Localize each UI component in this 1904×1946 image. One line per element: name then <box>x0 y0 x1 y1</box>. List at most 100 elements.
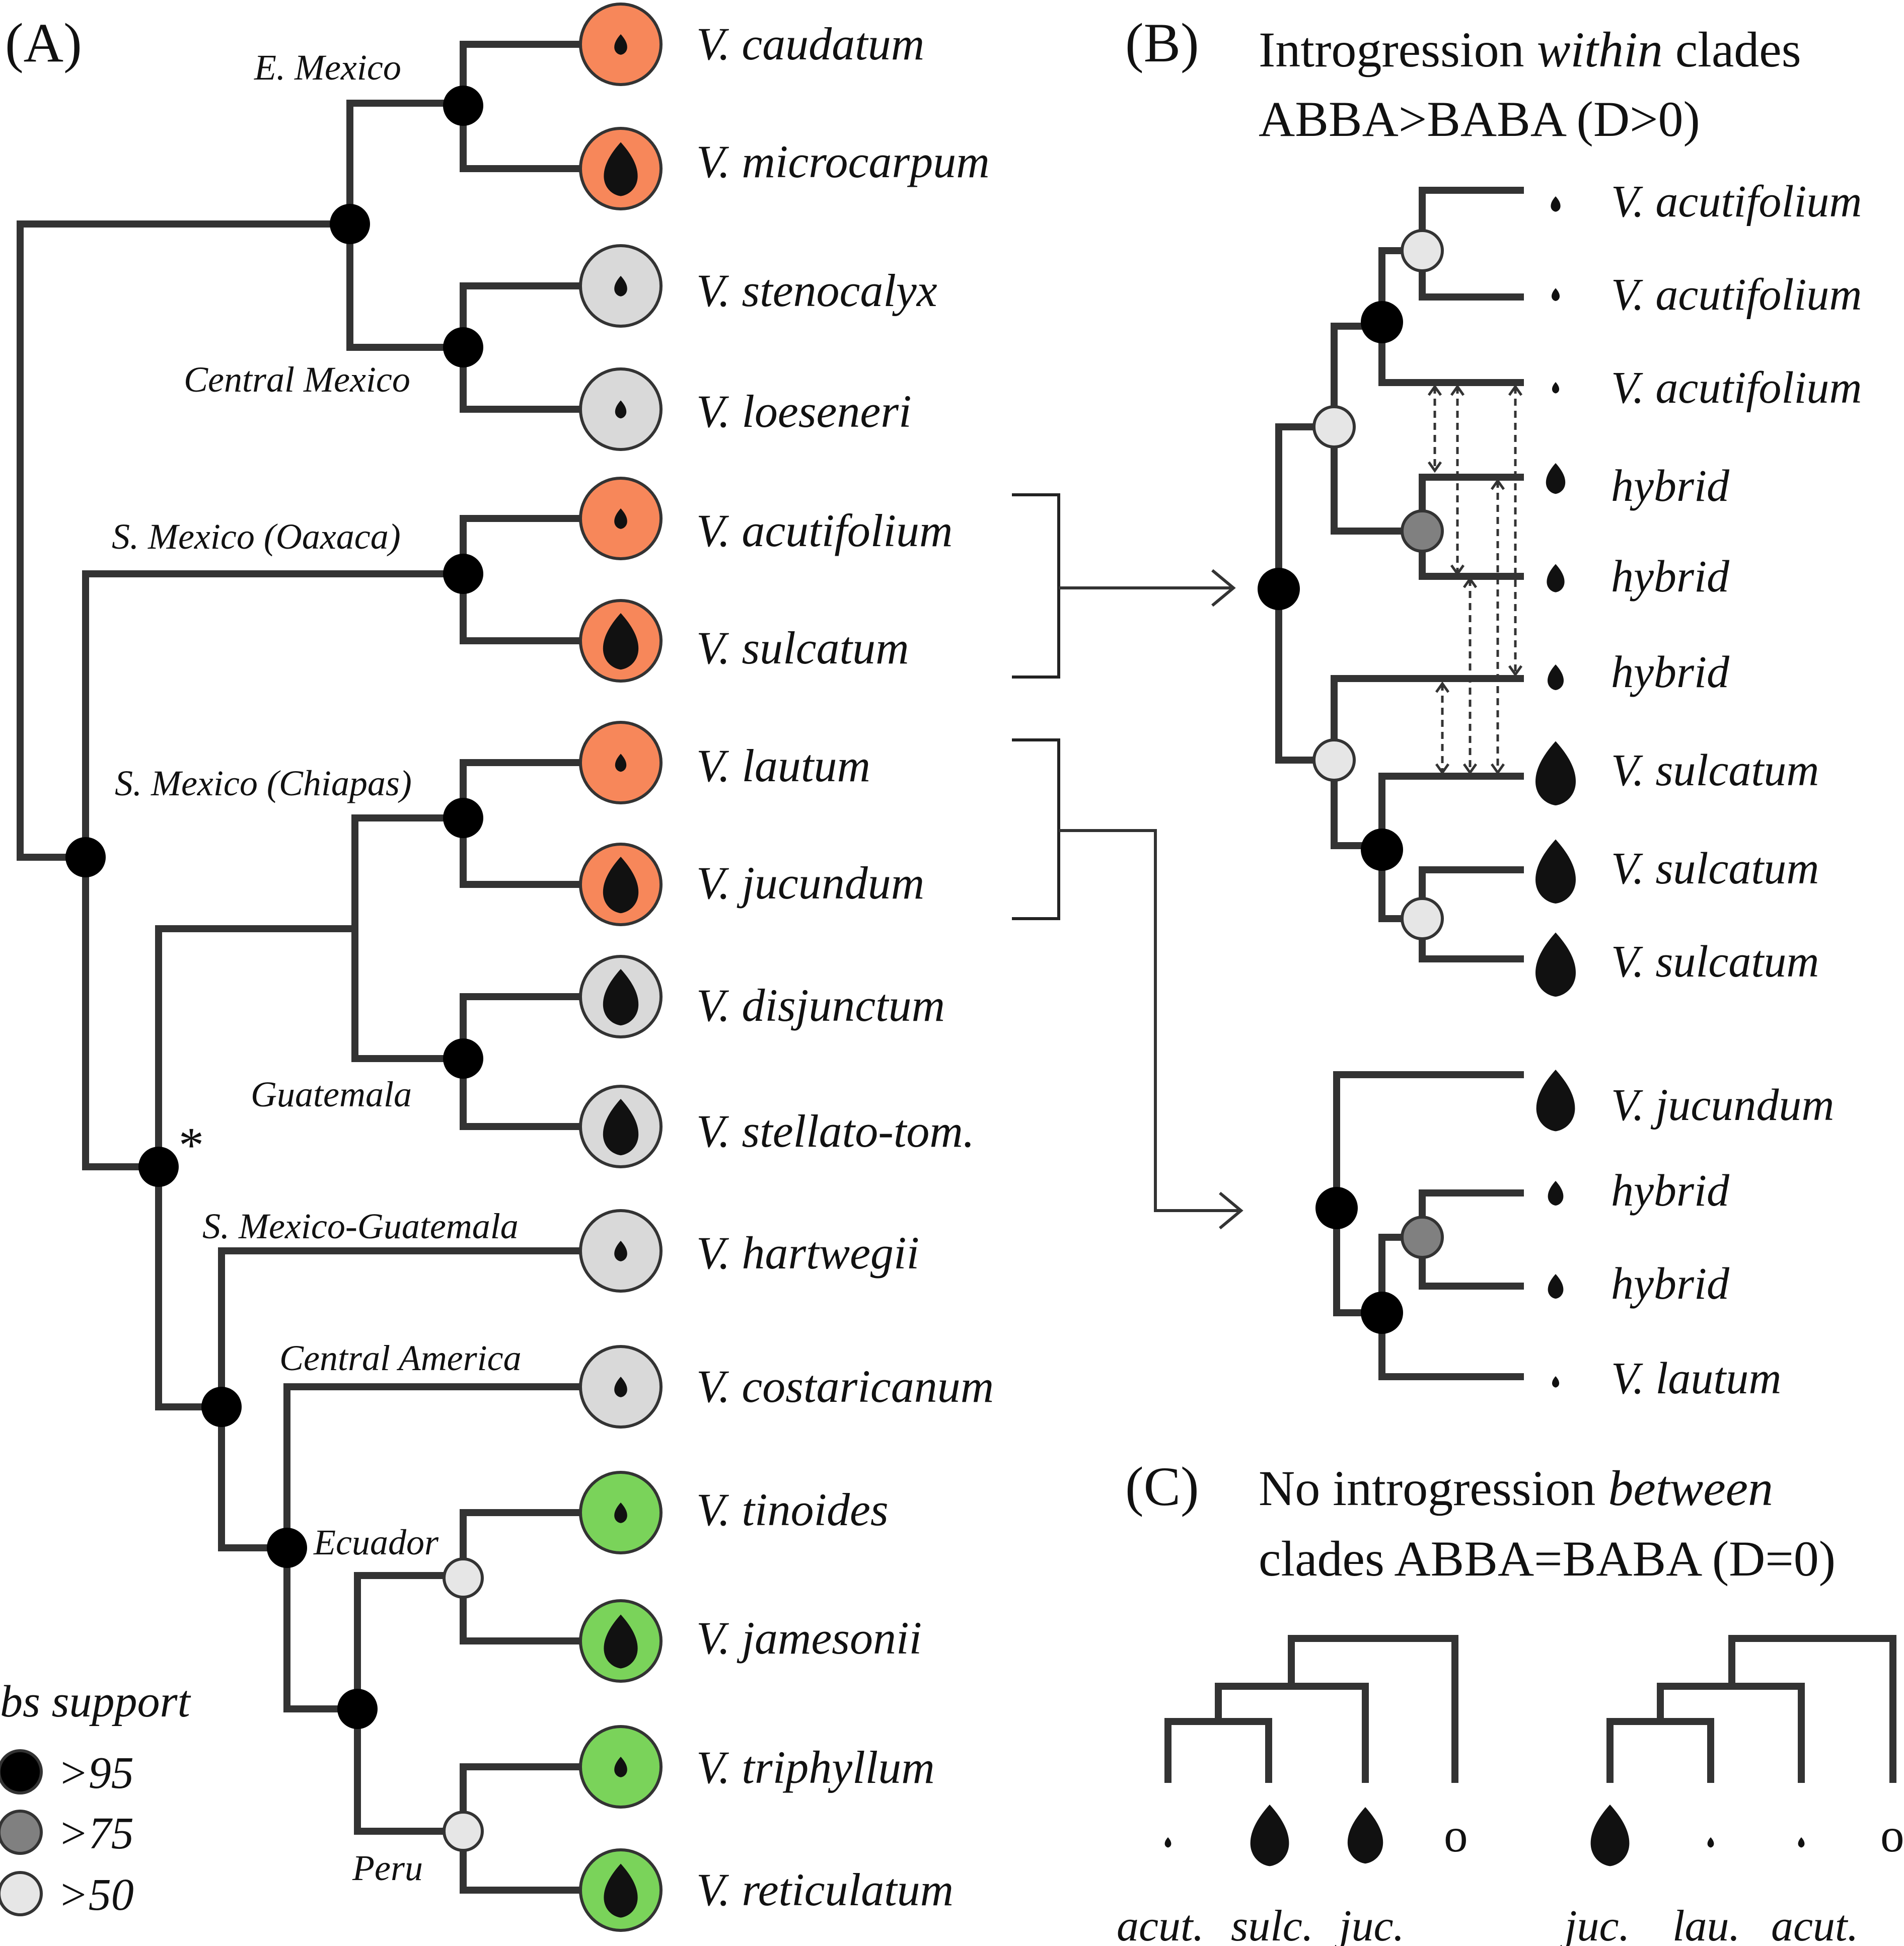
region-label: Central America <box>279 1338 522 1378</box>
legend-label: >75 <box>58 1809 134 1858</box>
taxon-label: V. lautum <box>696 740 870 791</box>
asterisk-marker: * <box>179 1117 204 1173</box>
taxon-label: V. acutifolium <box>696 505 953 556</box>
tree2-label: acut. <box>1771 1902 1859 1946</box>
node-bs-95 <box>1361 829 1403 871</box>
node-bs-50 <box>443 1557 484 1599</box>
node-bs-95 <box>138 1147 179 1187</box>
node-bs-95 <box>443 1038 483 1079</box>
tree1-label: sulc. <box>1231 1902 1313 1946</box>
node-bs-95 <box>1361 301 1403 343</box>
tip-label: V. lautum <box>1611 1354 1781 1403</box>
taxon-label: V. loeseneri <box>696 386 912 437</box>
panel-c-tree-2: o juc. lau. acut. <box>1560 1635 1904 1946</box>
legend-label: >50 <box>58 1870 134 1920</box>
region-label: S. Mexico (Chiapas) <box>115 763 412 803</box>
tip-circle-stellato-tom <box>579 1085 663 1168</box>
node-bs-95 <box>337 1689 378 1729</box>
panel-b-top-labels: V. acutifolium V. acutifolium V. acutifo… <box>1611 177 1862 987</box>
tip-circle-microcarpum <box>579 127 663 210</box>
tip-circle-costaricanum <box>579 1345 663 1429</box>
tip-circle-jamesonii <box>579 1599 663 1683</box>
taxon-label: V. stenocalyx <box>696 265 937 316</box>
tree2-label: juc. <box>1560 1902 1630 1946</box>
tip-circle-tinoides <box>579 1471 663 1554</box>
taxon-label: V. microcarpum <box>696 136 990 187</box>
tip-circle-stenocalyx <box>579 244 663 328</box>
tip-circle-lautum <box>579 721 663 804</box>
tree2-label: lau. <box>1672 1902 1740 1946</box>
legend-label: >95 <box>58 1748 134 1798</box>
tip-circle-caudatum <box>579 3 663 86</box>
panel-c-title-line2: clades ABBA=BABA (D=0) <box>1259 1531 1836 1587</box>
tip-label: V. sulcatum <box>1611 937 1819 987</box>
tip-label: hybrid <box>1611 1166 1730 1216</box>
tip-circle-sulcatum <box>579 599 663 683</box>
outgroup-label: o <box>1880 1809 1904 1862</box>
region-label: Ecuador <box>313 1522 439 1562</box>
region-label: Peru <box>352 1848 423 1888</box>
legend-swatch-75 <box>0 1810 43 1855</box>
tip-label: V. sulcatum <box>1611 844 1819 893</box>
node-bs-95 <box>201 1387 242 1427</box>
legend-swatch-50 <box>0 1871 43 1916</box>
panel-a-regions: E. Mexico Central Mexico S. Mexico (Oaxa… <box>112 47 522 1888</box>
panel-b-title-line2: ABBA>BABA (D>0) <box>1259 91 1700 147</box>
node-bs-50 <box>443 1811 484 1852</box>
panel-c-title-line1: No introgression between <box>1259 1460 1773 1516</box>
panel-a-taxa: V. caudatum V. microcarpum V. stenocalyx… <box>696 18 994 1915</box>
tree1-label: juc. <box>1334 1902 1405 1946</box>
taxon-label: V. jamesonii <box>696 1612 922 1664</box>
tree1-label: acut. <box>1117 1902 1204 1946</box>
panel-label-b: (B) <box>1125 12 1199 73</box>
tip-circle-hartwegii <box>579 1209 663 1293</box>
tip-circle-jucundum <box>579 843 663 926</box>
panel-label-c: (C) <box>1125 1456 1199 1517</box>
node-bs-50 <box>1312 405 1356 448</box>
node-bs-95 <box>330 204 370 244</box>
taxon-label: V. sulcatum <box>696 622 909 673</box>
node-bs-95 <box>443 86 483 126</box>
tip-circle-loeseneri <box>579 367 663 451</box>
panel-b-bottom-labels: V. jucundum hybrid hybrid V. lautum <box>1611 1080 1834 1403</box>
tip-label: hybrid <box>1611 461 1730 511</box>
region-label: E. Mexico <box>254 47 401 88</box>
taxon-label: V. costaricanum <box>696 1361 994 1412</box>
tip-label: hybrid <box>1611 647 1730 697</box>
node-bs-95 <box>443 798 483 838</box>
region-label: Central Mexico <box>184 359 410 400</box>
bs-support-legend: bs support >95 >75 >50 <box>0 1677 191 1920</box>
node-bs-95 <box>65 837 106 877</box>
tip-label: V. acutifolium <box>1611 177 1862 227</box>
tip-circle-triphyllum <box>579 1725 663 1809</box>
taxon-label: V. triphyllum <box>696 1742 935 1793</box>
tip-label: V. jucundum <box>1611 1080 1834 1130</box>
panel-b-top-leaves <box>1535 196 1576 997</box>
node-bs-95 <box>443 327 483 367</box>
tip-label: V. acutifolium <box>1611 270 1862 320</box>
tip-circle-disjunctum <box>579 955 663 1038</box>
legend-title: bs support <box>0 1677 191 1727</box>
node-bs-95 <box>1315 1187 1358 1229</box>
node-bs-95 <box>1258 568 1300 610</box>
node-bs-50 <box>1312 738 1356 782</box>
region-label: S. Mexico-Guatemala <box>202 1206 519 1246</box>
panel-b-top-tree <box>1258 187 1524 962</box>
legend-swatch-95 <box>0 1749 43 1794</box>
node-bs-50 <box>1401 229 1444 272</box>
taxon-label: V. stellato-tom. <box>696 1105 975 1157</box>
taxon-label: V. reticulatum <box>696 1864 954 1915</box>
node-bs-95 <box>1361 1292 1403 1334</box>
taxon-label: V. tinoides <box>696 1484 889 1535</box>
taxon-label: V. disjunctum <box>696 980 945 1031</box>
tip-circle-acutifolium <box>579 477 663 560</box>
node-bs-75 <box>1401 509 1444 553</box>
tip-label: V. acutifolium <box>1611 363 1862 413</box>
panel-label-a: (A) <box>5 12 82 73</box>
node-bs-95 <box>267 1528 307 1568</box>
taxon-label: V. hartwegii <box>696 1227 919 1279</box>
panel-a-tree <box>17 41 598 1894</box>
panel-b-bottom-tree <box>1315 1070 1575 1388</box>
outgroup-label: o <box>1444 1809 1468 1862</box>
panel-c-tree-1: o acut. sulc. juc. <box>1117 1635 1468 1946</box>
